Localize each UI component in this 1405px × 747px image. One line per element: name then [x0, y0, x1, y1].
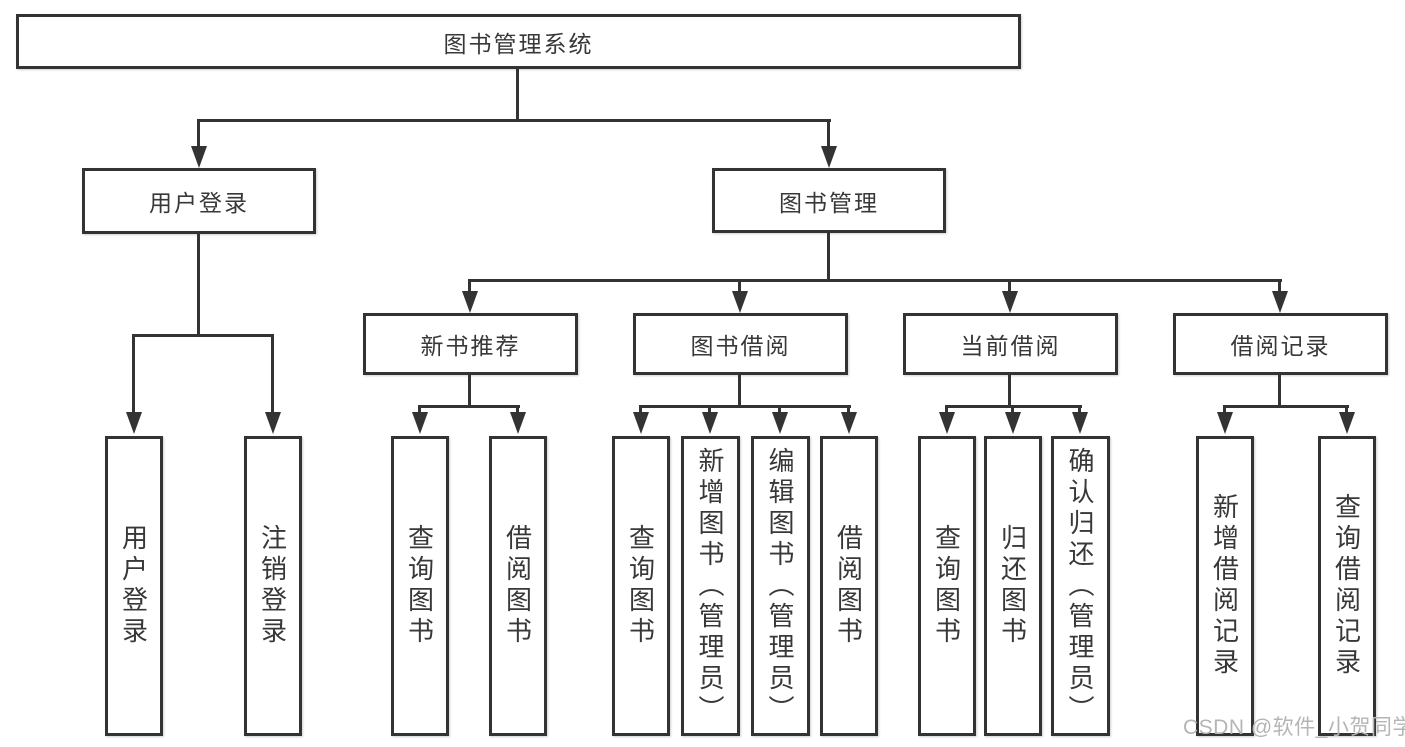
- leaf-return-book: 归还图书: [984, 436, 1042, 736]
- leaf-add-borrow-record: 新增借阅记录: [1196, 436, 1254, 736]
- connector-borrow-records-rail: [1223, 405, 1349, 408]
- connector-shaft: [197, 119, 200, 148]
- connector-shaft: [418, 405, 421, 414]
- connector-shaft: [132, 334, 135, 414]
- connector-book-borrow-rail: [639, 405, 851, 408]
- arrowhead-down-icon: [702, 412, 718, 434]
- node-user-login: 用户登录: [82, 168, 316, 234]
- connector-user-login-stem: [197, 234, 200, 337]
- connector-shaft: [468, 279, 471, 293]
- leaf-label: 新增借阅记录: [1209, 493, 1240, 679]
- arrowhead-down-icon: [1272, 291, 1288, 313]
- connector-shaft: [1008, 279, 1011, 293]
- leaf-logout: 注销登录: [244, 436, 302, 736]
- leaf-label: 注销登录: [257, 524, 288, 648]
- connector-shaft: [271, 334, 274, 414]
- connector-book-mgmt-rail: [468, 279, 1282, 282]
- leaf-query-book-recommend: 查询图书: [391, 436, 449, 736]
- arrowhead-down-icon: [462, 291, 478, 313]
- leaf-add-book-admin: 新增图书（管理员）: [681, 436, 740, 736]
- node-label: 借阅记录: [1230, 333, 1331, 359]
- watermark: CSDN @软件_小贺同学: [1183, 716, 1405, 739]
- connector-root-rail: [197, 119, 831, 122]
- connector-shaft: [827, 119, 830, 148]
- node-book-management: 图书管理: [712, 168, 946, 233]
- connector-borrow-records-stem: [1278, 374, 1281, 408]
- arrowhead-down-icon: [412, 412, 428, 434]
- leaf-edit-book-admin: 编辑图书（管理员）: [751, 436, 810, 736]
- connector-shaft: [778, 405, 781, 414]
- arrowhead-down-icon: [633, 412, 649, 434]
- connector-shaft: [1278, 279, 1281, 293]
- arrowhead-down-icon: [772, 412, 788, 434]
- leaf-label: 用户登录: [118, 524, 149, 648]
- connector-current-borrow-stem: [1008, 374, 1011, 408]
- arrowhead-down-icon: [821, 146, 837, 168]
- connector-shaft: [516, 405, 519, 414]
- connector-book-mgmt-stem: [827, 232, 830, 282]
- leaf-borrow-book: 借阅图书: [820, 436, 878, 736]
- node-label: 当前借阅: [960, 333, 1061, 359]
- leaf-query-borrow-record: 查询借阅记录: [1318, 436, 1376, 736]
- node-book-borrow: 图书借阅: [633, 313, 848, 375]
- connector-shaft: [1078, 405, 1081, 414]
- arrowhead-down-icon: [1072, 412, 1088, 434]
- arrowhead-down-icon: [1339, 412, 1355, 434]
- connector-new-book-stem: [468, 374, 471, 408]
- arrowhead-down-icon: [265, 412, 281, 434]
- arrowhead-down-icon: [1002, 291, 1018, 313]
- arrowhead-down-icon: [510, 412, 526, 434]
- leaf-label: 借阅图书: [833, 524, 864, 648]
- connector-shaft: [1223, 405, 1226, 414]
- connector-shaft: [639, 405, 642, 414]
- connector-root-stem: [516, 69, 519, 122]
- node-label: 图书管理: [779, 189, 879, 216]
- leaf-label: 查询借阅记录: [1331, 493, 1362, 679]
- leaf-confirm-return-admin: 确认归还（管理员）: [1051, 436, 1110, 736]
- node-label: 用户登录: [149, 190, 249, 216]
- node-new-book-recommend: 新书推荐: [363, 313, 578, 375]
- connector-shaft: [1345, 405, 1348, 414]
- leaf-label: 归还图书: [997, 524, 1028, 648]
- leaf-label: 确认归还（管理员）: [1065, 446, 1095, 726]
- arrowhead-down-icon: [841, 412, 857, 434]
- leaf-query-book-current: 查询图书: [918, 436, 976, 736]
- leaf-borrow-book-recommend: 借阅图书: [489, 436, 547, 736]
- connector-shaft: [847, 405, 850, 414]
- arrowhead-down-icon: [126, 412, 142, 434]
- node-library-management-system: 图书管理系统: [16, 14, 1021, 69]
- leaf-label: 查询图书: [404, 524, 435, 648]
- node-label: 新书推荐: [420, 333, 521, 359]
- leaf-label: 新增图书（管理员）: [695, 446, 725, 726]
- arrowhead-down-icon: [1005, 412, 1021, 434]
- leaf-label: 查询图书: [625, 524, 656, 648]
- connector-shaft: [708, 405, 711, 414]
- node-label: 图书借阅: [690, 333, 791, 359]
- node-current-borrow: 当前借阅: [903, 313, 1118, 375]
- node-label: 图书管理系统: [443, 30, 594, 57]
- leaf-user-login: 用户登录: [105, 436, 163, 736]
- node-borrow-records: 借阅记录: [1173, 313, 1388, 375]
- connector-new-book-rail: [418, 405, 520, 408]
- arrowhead-down-icon: [191, 146, 207, 168]
- leaf-label: 查询图书: [931, 524, 962, 648]
- connector-shaft: [738, 279, 741, 293]
- leaf-label: 编辑图书（管理员）: [765, 446, 795, 726]
- leaf-query-book-borrow: 查询图书: [612, 436, 670, 736]
- connector-book-borrow-stem: [738, 374, 741, 408]
- connector-shaft: [1011, 405, 1014, 414]
- arrowhead-down-icon: [939, 412, 955, 434]
- arrowhead-down-icon: [1217, 412, 1233, 434]
- connector-user-login-rail: [132, 334, 274, 337]
- arrowhead-down-icon: [732, 291, 748, 313]
- leaf-label: 借阅图书: [502, 524, 533, 648]
- connector-shaft: [945, 405, 948, 414]
